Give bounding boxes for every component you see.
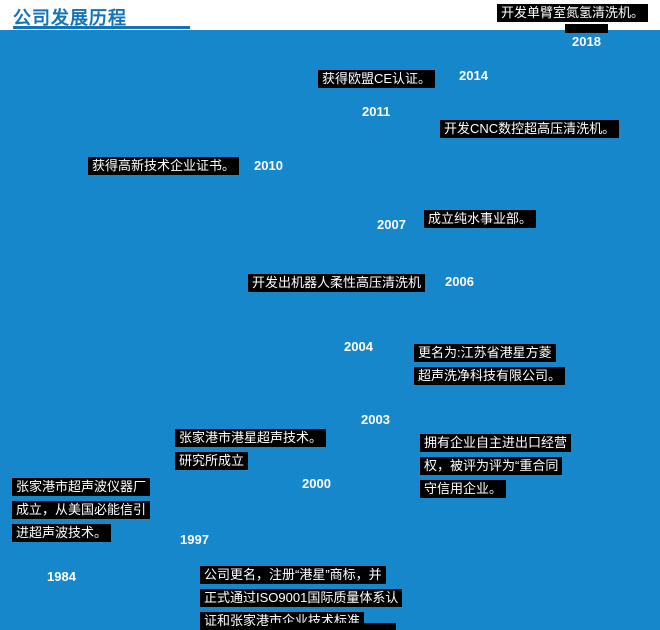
event-box-2003: 拥有企业自主进出口经营 权，被评为评为“重合同 守信用企业。 [420,434,572,498]
event-box-1984: 张家港市超声波仪器厂 成立，从美国必能信引 进超声波技术。 [12,478,151,542]
event-line: 进超声波技术。 [12,524,112,542]
event-line: 获得欧盟CE认证。 [318,70,436,88]
event-box-1997: 公司更名，注册“港星”商标，并 正式通过ISO9001国际质量体系认 证和张家港… [200,566,403,630]
event-line: 权，被评为评为“重合同 [420,457,563,475]
event-line: 开发CNC数控超高压清洗机。 [440,120,620,138]
year-label-2006: 2006 [445,274,474,289]
event-line: 超声洗净科技有限公司。 [414,367,566,385]
event-box-2000: 张家港市港星超声技术。 研究所成立 [175,429,327,470]
event-box-2011: 开发CNC数控超高压清洗机。 [440,120,620,138]
event-box-1997-overflow-strip [268,623,396,630]
event-line: 张家港市港星超声技术。 [175,429,327,447]
year-label-2011: 2011 [362,104,391,119]
year-label-2000: 2000 [302,476,331,491]
event-box-2007: 成立纯水事业部。 [424,210,537,228]
event-line: 公司更名，注册“港星”商标，并 [200,566,386,584]
event-box-2006: 开发出机器人柔性高压清洗机 [248,274,426,292]
event-line: 更名为:江苏省港星方菱 [414,344,556,362]
event-box-2014: 获得欧盟CE认证。 [318,70,436,88]
event-line: 研究所成立 [175,452,249,470]
event-line: 获得高新技术企业证书。 [88,157,240,175]
event-box-2018: 开发单臂室氮氢清洗机。 [497,4,649,22]
year-label-2010: 2010 [254,158,283,173]
event-line: 张家港市超声波仪器厂 [12,478,151,496]
year-label-1997: 1997 [180,532,209,547]
year-label-1984: 1984 [47,569,76,584]
event-line: 开发单臂室氮氢清洗机。 [497,4,649,22]
event-box-2004: 更名为:江苏省港星方菱 超声洗净科技有限公司。 [414,344,566,385]
year-label-2003: 2003 [361,412,390,427]
event-box-2010: 获得高新技术企业证书。 [88,157,240,175]
page-title: 公司发展历程 [13,8,127,28]
year-label-2014: 2014 [459,68,488,83]
event-line: 成立，从美国必能信引 [12,501,151,519]
year-label-2018: 2018 [572,34,601,49]
year-label-2007: 2007 [377,217,406,232]
year-label-2004: 2004 [344,339,373,354]
event-line: 开发出机器人柔性高压清洗机 [248,274,426,292]
title-underline [13,26,190,29]
event-line: 拥有企业自主进出口经营 [420,434,572,452]
event-box-2018-overflow-strip [565,24,608,33]
event-line: 守信用企业。 [420,480,507,498]
event-line: 正式通过ISO9001国际质量体系认 [200,589,403,607]
event-line: 成立纯水事业部。 [424,210,537,228]
